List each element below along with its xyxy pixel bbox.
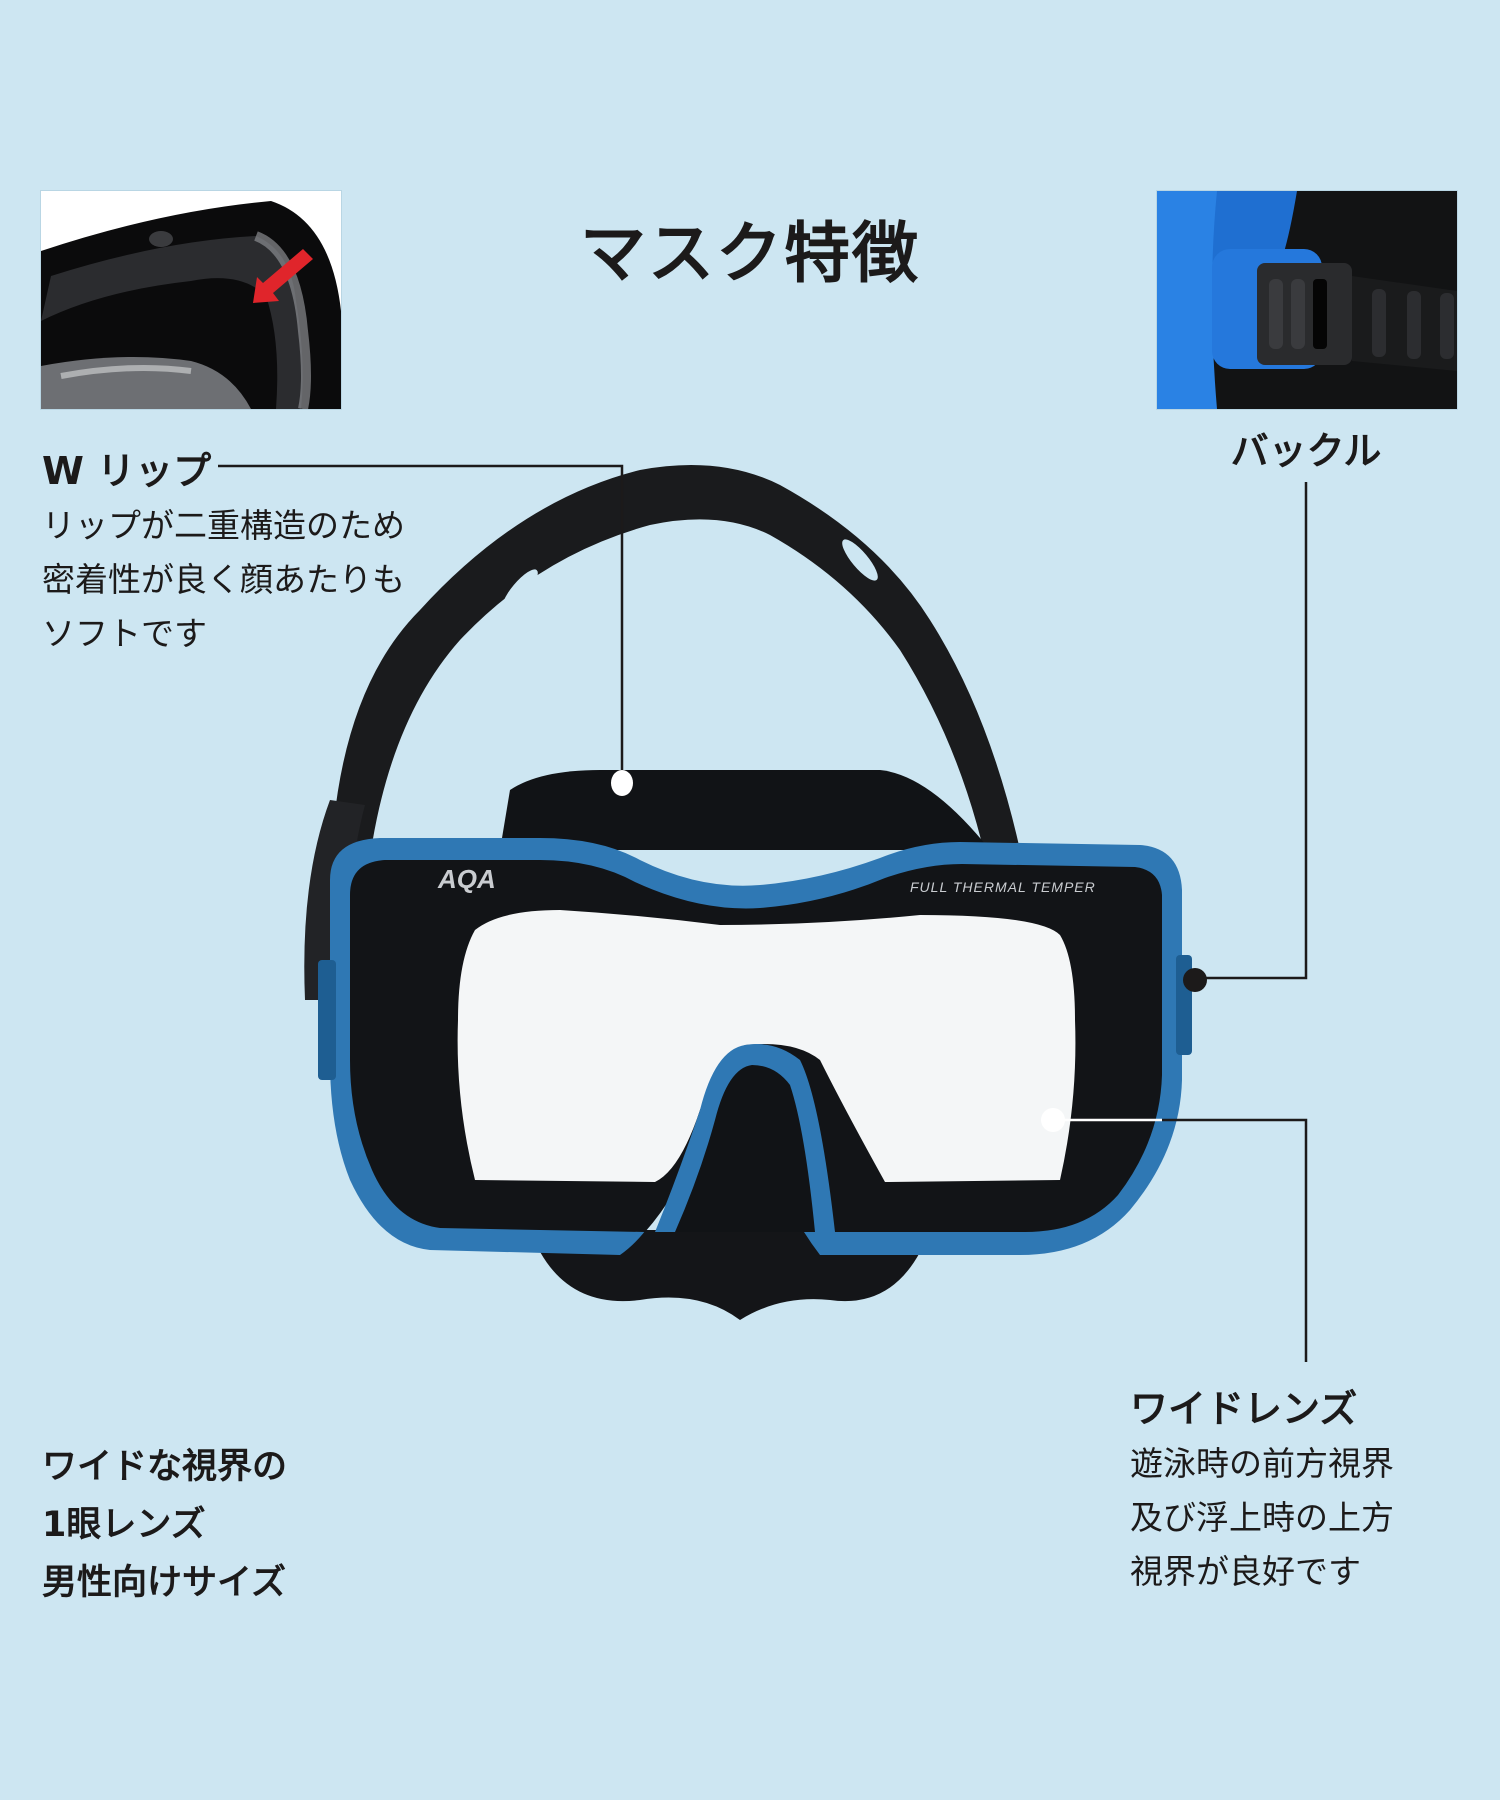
buckle-detail-photo <box>1156 190 1458 410</box>
w-lip-heading: W リップ <box>42 449 212 493</box>
w-lip-description: リップが二重構造のため 密着性が良く顔あたりも ソフトです <box>42 499 462 661</box>
w-lip-feature: W リップ リップが二重構造のため 密着性が良く顔あたりも ソフトです <box>42 440 462 661</box>
page-title: マスク特徴 <box>580 215 920 292</box>
summary-line-1: ワイドな視界の <box>42 1447 288 1487</box>
wide-lens-line-2: 及び浮上時の上方 <box>1130 1498 1394 1537</box>
wide-lens-heading: ワイドレンズ <box>1130 1387 1358 1431</box>
buckle-detail-illustration <box>1157 191 1457 409</box>
mask-lens <box>457 910 1076 1182</box>
wide-lens-line-3: 視界が良好です <box>1130 1552 1361 1591</box>
lip-detail-photo <box>40 190 342 410</box>
summary-line-2: 1眼レンズ <box>42 1505 206 1545</box>
wide-lens-feature: ワイドレンズ 遊泳時の前方視界 及び浮上時の上方 視界が良好です <box>1130 1378 1490 1599</box>
wide-lens-line-1: 遊泳時の前方視界 <box>1130 1444 1394 1483</box>
buckle-heading: バックル <box>1230 429 1382 473</box>
w-lip-line-2: 密着性が良く顔あたりも <box>42 560 405 599</box>
lip-detail-illustration <box>41 191 341 409</box>
mask-brand-text: AQA <box>437 864 496 894</box>
wide-lens-callout-line <box>1041 1108 1308 1362</box>
buckle-callout-line <box>1183 482 1308 992</box>
summary-text: ワイドな視界の 1眼レンズ 男性向けサイズ <box>42 1438 442 1612</box>
mask-lens-text: FULL THERMAL TEMPER <box>910 879 1096 895</box>
w-lip-callout-line <box>218 464 633 796</box>
w-lip-line-3: ソフトです <box>42 614 207 653</box>
mask-skirt <box>500 770 990 850</box>
w-lip-line-1: リップが二重構造のため <box>42 506 405 545</box>
red-arrow-icon <box>253 249 313 303</box>
summary-line-3: 男性向けサイズ <box>42 1563 286 1603</box>
wide-lens-description: 遊泳時の前方視界 及び浮上時の上方 視界が良好です <box>1130 1437 1490 1599</box>
